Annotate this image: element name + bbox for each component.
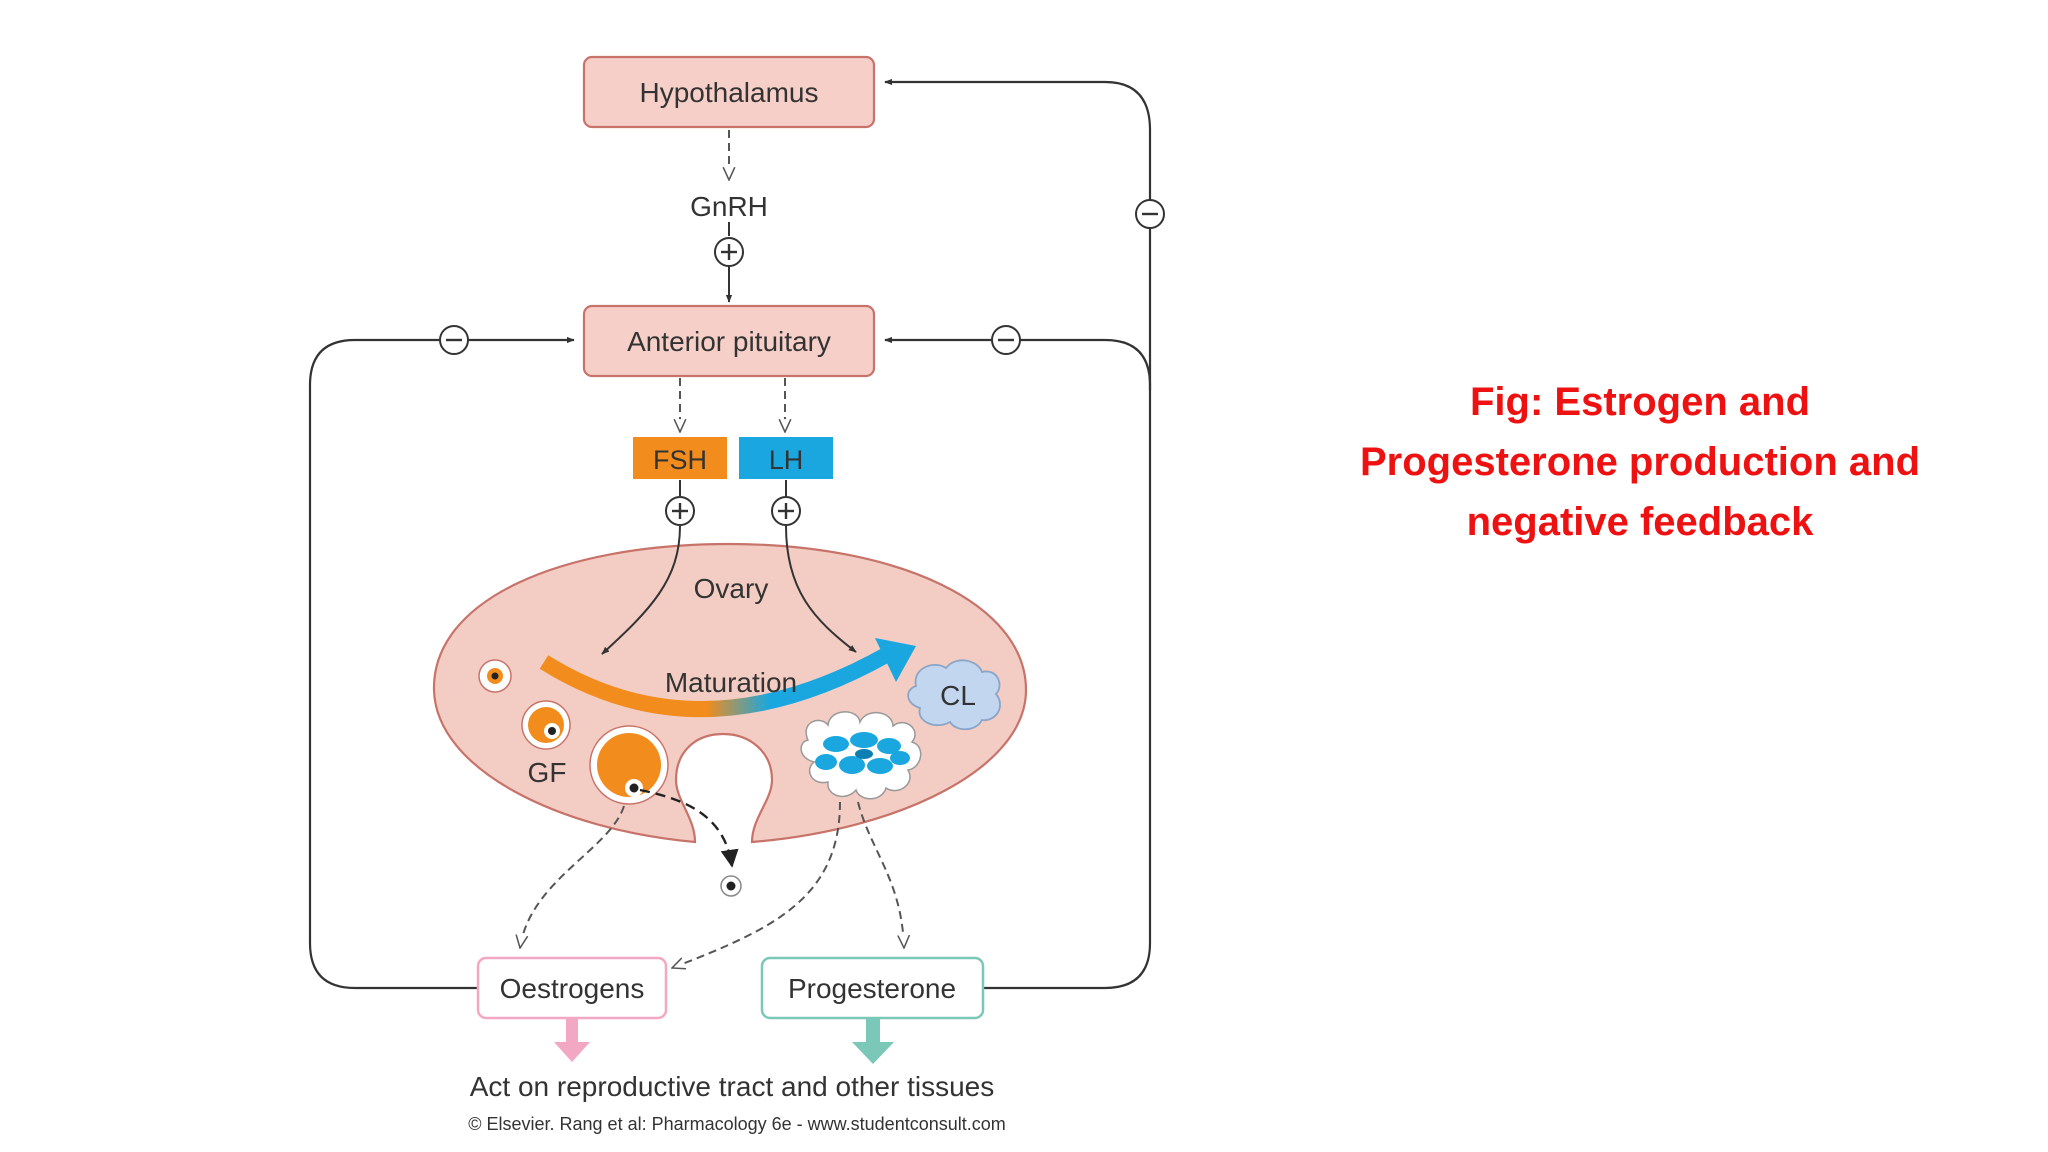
figure-caption: Fig: Estrogen and Progesterone productio… xyxy=(1290,372,1990,552)
growing-follicle xyxy=(521,700,571,750)
maturation-label: Maturation xyxy=(665,667,797,698)
maturation-arrowhead xyxy=(875,638,916,682)
corpus-luteum-shape xyxy=(907,659,1001,731)
cl-label: CL xyxy=(940,680,976,711)
minus-sign-oestrogen xyxy=(439,325,469,355)
anterior-pituitary-label: Anterior pituitary xyxy=(627,326,831,357)
lh-plus-sign xyxy=(771,496,801,526)
caption-line-3: negative feedback xyxy=(1466,500,1814,544)
anterior-pituitary-box xyxy=(582,304,876,378)
maturation-arrow xyxy=(539,647,892,717)
mature-follicle xyxy=(589,725,669,805)
copyright-credit: © Elsevier. Rang et al: Pharmacology 6e … xyxy=(468,1114,1006,1134)
fsh-to-ovary-arrow xyxy=(601,525,681,655)
gnrh-label: GnRH xyxy=(690,191,768,222)
follicle-to-oestrogens-arrow xyxy=(520,805,625,948)
lh-box xyxy=(739,437,833,479)
luteal-cells xyxy=(815,732,910,774)
ovulation-arrow xyxy=(639,788,739,868)
oestrogen-feedback-line xyxy=(308,336,575,990)
progesterone-feedback-line xyxy=(884,336,1152,990)
primordial-follicle xyxy=(478,659,512,693)
action-description: Act on reproductive tract and other tiss… xyxy=(470,1071,995,1102)
minus-sign-hypothalamus xyxy=(1135,199,1165,229)
gf-label: GF xyxy=(528,757,567,788)
hypothalamus-box xyxy=(582,55,876,129)
progesterone-action-arrow xyxy=(852,1018,894,1064)
hypothalamus-feedback-line xyxy=(884,78,1152,390)
cl-to-oestrogens-arrow xyxy=(672,801,841,968)
oestrogens-label: Oestrogens xyxy=(500,973,645,1004)
minus-sign-progesterone xyxy=(991,325,1021,355)
hypothalamus-label: Hypothalamus xyxy=(640,77,819,108)
cl-to-progesterone-arrow xyxy=(857,801,904,948)
caption-line-2: Progesterone production and xyxy=(1359,440,1921,484)
ovary-label: Ovary xyxy=(694,573,769,604)
progesterone-label: Progesterone xyxy=(788,973,956,1004)
fsh-label: FSH xyxy=(653,445,707,475)
gnrh-plus-sign xyxy=(714,237,744,267)
released-ovum xyxy=(720,875,742,897)
caption-line-1: Fig: Estrogen and xyxy=(1470,380,1810,424)
lh-label: LH xyxy=(769,445,804,475)
fsh-plus-sign xyxy=(665,496,695,526)
fsh-box xyxy=(633,437,727,479)
lh-to-ovary-arrow xyxy=(785,525,857,653)
oestrogens-action-arrow xyxy=(554,1018,590,1062)
